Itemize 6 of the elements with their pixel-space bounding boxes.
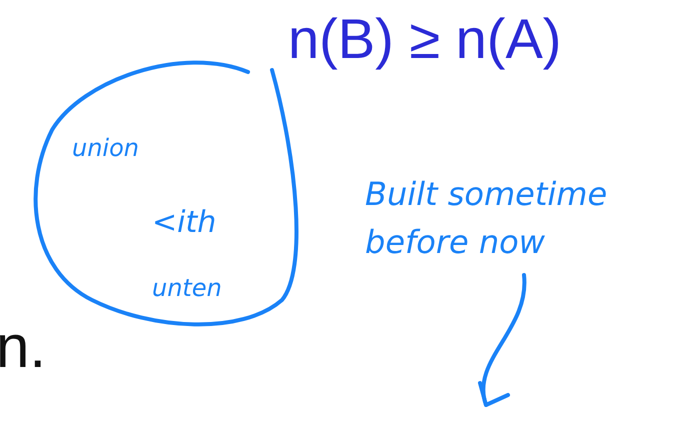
text-fragment: n.	[0, 312, 46, 381]
handwritten-note: union	[72, 133, 139, 164]
handwritten-note: Built sometime before now	[365, 174, 608, 263]
title: n(B) ≥ n(A)	[288, 6, 562, 71]
handwritten-note: <ith	[152, 204, 216, 242]
handwritten-note: unten	[152, 273, 222, 304]
